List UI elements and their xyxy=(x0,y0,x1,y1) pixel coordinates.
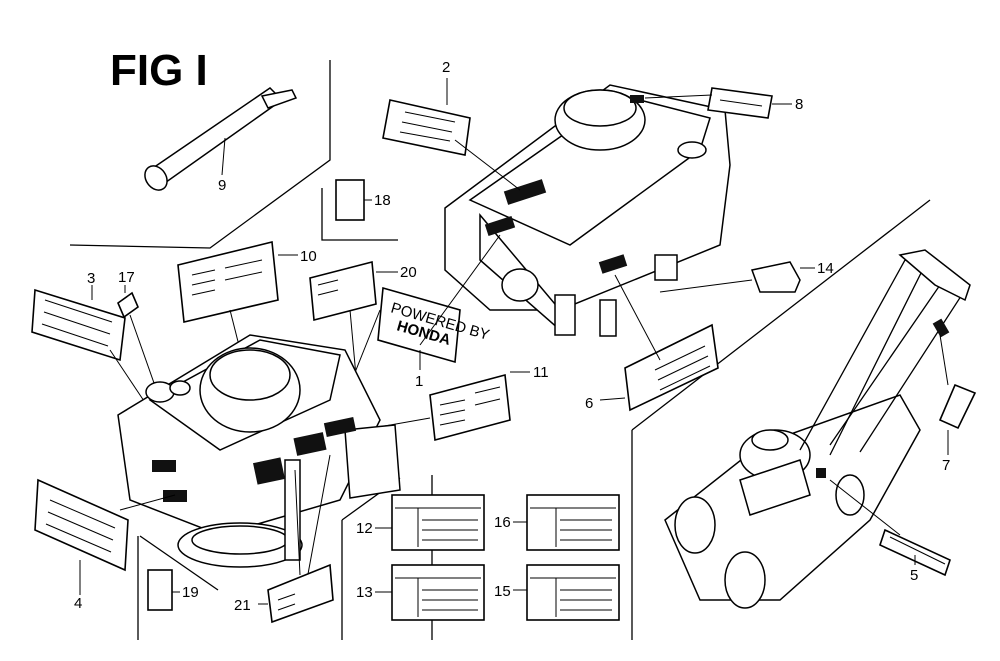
label-19 xyxy=(147,569,173,611)
callout-9: 9 xyxy=(218,177,226,194)
lawn-mower xyxy=(664,249,971,609)
callout-6: 6 xyxy=(585,395,593,412)
callout-3: 3 xyxy=(87,270,95,287)
label-4 xyxy=(34,478,176,595)
engine-upper xyxy=(444,84,731,337)
callout-14: 14 xyxy=(817,260,834,277)
callout-20: 20 xyxy=(400,264,417,281)
callout-5: 5 xyxy=(910,567,918,584)
callout-10: 10 xyxy=(300,248,317,265)
figure-title: FIG I xyxy=(110,46,208,95)
callout-numbers: 1 2 3 4 5 6 7 8 9 10 11 12 13 14 15 16 1… xyxy=(74,59,950,614)
label-6 xyxy=(599,274,719,412)
label-12 xyxy=(375,494,485,551)
label-18 xyxy=(335,179,365,221)
label-20 xyxy=(309,260,398,421)
label-7 xyxy=(938,334,977,455)
callout-12: 12 xyxy=(356,520,373,537)
callout-16: 16 xyxy=(494,514,511,531)
callout-8: 8 xyxy=(795,96,803,113)
callout-4: 4 xyxy=(74,595,82,612)
label-15 xyxy=(513,564,620,621)
callout-19: 19 xyxy=(182,584,199,601)
callout-13: 13 xyxy=(356,584,373,601)
label-13 xyxy=(375,564,485,621)
callout-15: 15 xyxy=(494,583,511,600)
label-2 xyxy=(382,78,521,191)
engine-lower xyxy=(117,334,401,568)
callout-21: 21 xyxy=(234,597,251,614)
callout-7: 7 xyxy=(942,457,950,474)
label-16 xyxy=(513,494,620,551)
label-5 xyxy=(829,479,951,577)
label-11 xyxy=(349,371,530,442)
callout-11: 11 xyxy=(533,364,549,381)
callout-17: 17 xyxy=(118,269,135,286)
section-dividers xyxy=(69,60,931,640)
label-8 xyxy=(644,87,792,119)
tube-wrench xyxy=(144,87,298,191)
callout-18: 18 xyxy=(374,192,391,209)
callout-1: 1 xyxy=(415,373,423,390)
part-14 xyxy=(659,261,815,293)
callout-2: 2 xyxy=(442,59,450,76)
label-21 xyxy=(258,454,334,624)
